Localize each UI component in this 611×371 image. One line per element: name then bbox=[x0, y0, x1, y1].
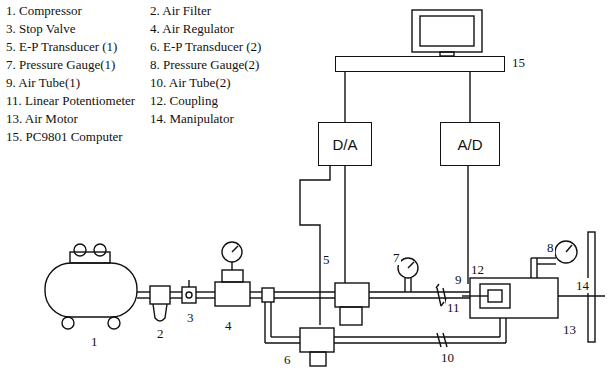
part-list-entry: 11. Linear Potentiometer bbox=[6, 93, 135, 108]
callout-number: 7 bbox=[392, 250, 401, 265]
ep-transducer-2 bbox=[300, 328, 334, 366]
signal-connector bbox=[345, 72, 346, 122]
callout-number: 11 bbox=[446, 300, 461, 315]
part-list-entry: 15. PC9801 Computer bbox=[6, 129, 123, 144]
box-label: A/D bbox=[457, 136, 482, 153]
signal-wire bbox=[467, 166, 468, 284]
callout-number: 4 bbox=[224, 318, 233, 333]
part-list-entry: 6. E-P Transducer (2) bbox=[150, 39, 261, 54]
part-list-entry: 4. Air Regulator bbox=[150, 21, 234, 36]
part-list-entry: 9. Air Tube(1) bbox=[6, 75, 80, 90]
ep-transducer-1 bbox=[335, 180, 369, 325]
air-tube-2 bbox=[334, 318, 506, 347]
part-list-entry: 12. Coupling bbox=[150, 93, 218, 108]
part-list-entry: 2. Air Filter bbox=[150, 3, 211, 18]
converter-box: A/D bbox=[440, 122, 500, 166]
part-list-entry: 8. Pressure Gauge(2) bbox=[150, 57, 259, 72]
callout-number: 8 bbox=[546, 240, 555, 255]
part-list-entry: 10. Air Tube(2) bbox=[150, 75, 231, 90]
compressor bbox=[45, 244, 137, 329]
air-tube-1 bbox=[369, 258, 470, 306]
callout-number: 13 bbox=[562, 322, 577, 337]
air-regulator bbox=[215, 242, 250, 306]
computer-monitor bbox=[412, 10, 482, 56]
part-list-entry: 13. Air Motor bbox=[6, 111, 78, 126]
part-list-entry: 3. Stop Valve bbox=[6, 21, 75, 36]
callout-number: 6 bbox=[283, 352, 292, 367]
air-motor bbox=[462, 241, 577, 318]
air-filter bbox=[150, 286, 170, 321]
part-list-entry: 5. E-P Transducer (1) bbox=[6, 39, 117, 54]
callout-number: 5 bbox=[322, 252, 331, 267]
part-list-entry: 7. Pressure Gauge(1) bbox=[6, 57, 115, 72]
signal-wire bbox=[300, 166, 330, 325]
callout-number: 3 bbox=[186, 310, 195, 325]
converter-box: D/A bbox=[318, 122, 372, 166]
part-list-entry: 14. Manipulator bbox=[150, 111, 234, 126]
signal-wire bbox=[344, 166, 345, 180]
callout-number: 10 bbox=[440, 350, 455, 365]
callout-number: 9 bbox=[454, 272, 463, 287]
manipulator bbox=[558, 232, 605, 342]
callout-number: 1 bbox=[90, 334, 99, 349]
stop-valve bbox=[182, 280, 196, 303]
part-list-entry: 1. Compressor bbox=[6, 3, 82, 18]
callout-number: 15 bbox=[512, 55, 525, 71]
box-label: D/A bbox=[332, 136, 357, 153]
signal-connector bbox=[470, 72, 471, 122]
callout-number: 12 bbox=[470, 262, 485, 277]
callout-number: 14 bbox=[575, 278, 590, 293]
computer-box: 15 bbox=[335, 56, 505, 72]
air-pipe bbox=[137, 288, 335, 343]
callout-number: 2 bbox=[156, 326, 165, 341]
